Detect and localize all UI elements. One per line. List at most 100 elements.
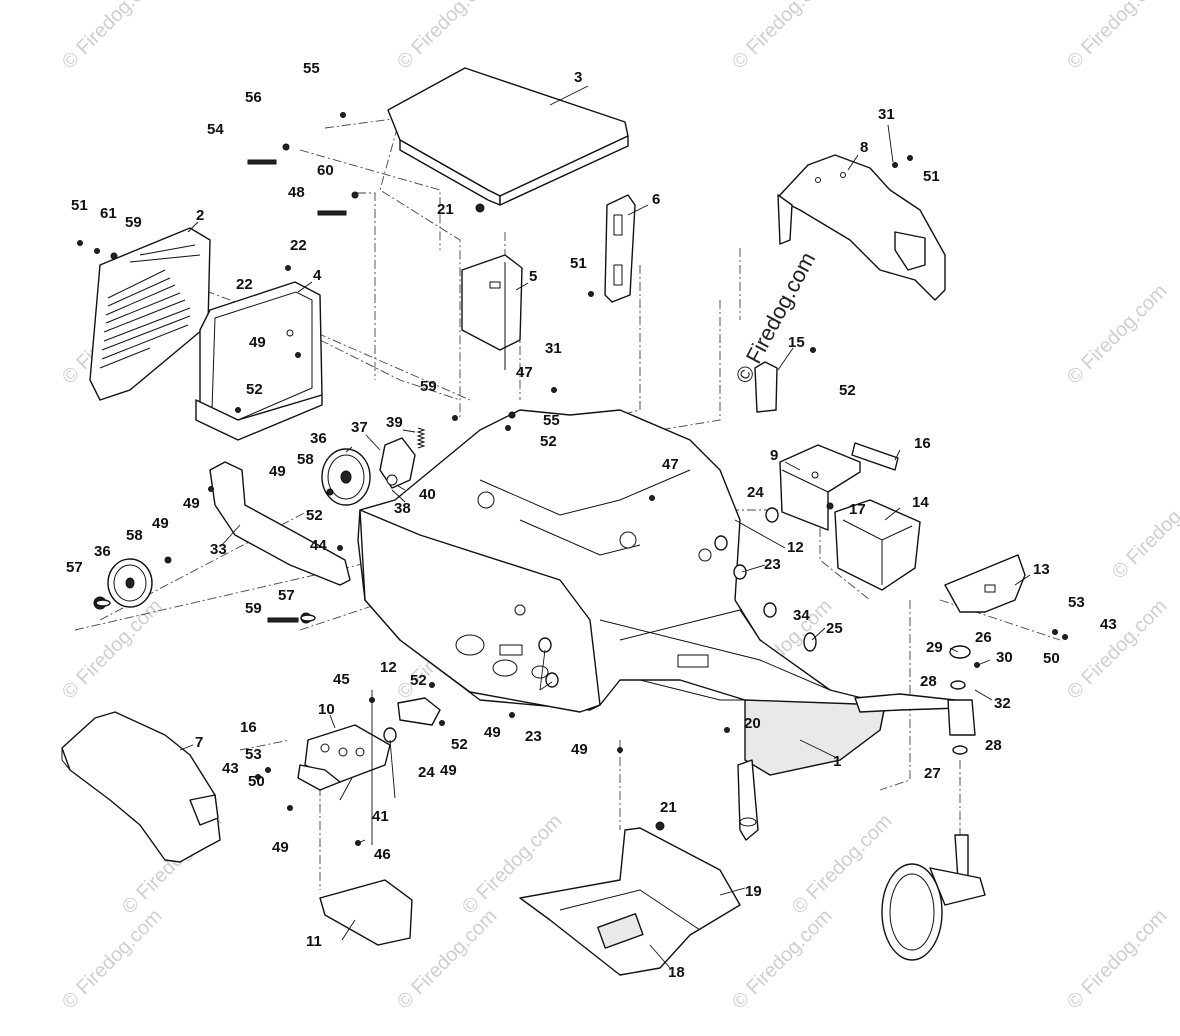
part-32-caster-arm <box>854 693 976 736</box>
callout-label: 16 <box>240 719 257 736</box>
leader-lines <box>179 85 1031 969</box>
watermark-tile: © Firedog.com <box>1063 280 1172 389</box>
part-8-fender <box>777 154 946 301</box>
callout-label: 12 <box>787 539 804 556</box>
callout-label: 52 <box>246 381 263 398</box>
callout-label: 16 <box>914 435 931 452</box>
callout-label: 40 <box>419 486 436 503</box>
part-14-box <box>834 499 921 591</box>
callout-label: 59 <box>125 214 142 231</box>
watermark-tile: © Firedog.com <box>1063 595 1172 704</box>
part-12-bracket-lower <box>397 697 441 726</box>
callout-label: 11 <box>306 933 322 950</box>
part-6-bracket <box>604 194 636 303</box>
watermark-tile: © Firedog.com <box>1063 905 1172 1014</box>
part-5-bracket <box>461 254 523 370</box>
callout-label: 52 <box>540 433 557 450</box>
callout-label: 58 <box>297 451 314 468</box>
callout-label: 24 <box>418 764 435 781</box>
callout-label: 44 <box>310 537 327 554</box>
callout-label: 27 <box>924 765 941 782</box>
watermark-tile: © Firedog.com <box>788 810 897 919</box>
callout-label: 58 <box>126 527 143 544</box>
callout-label: 28 <box>985 737 1002 754</box>
part-36-pulley-upper <box>321 448 371 506</box>
callout-label: 28 <box>920 673 937 690</box>
callout-label: 4 <box>313 267 322 284</box>
watermark-tile: © Firedog.com <box>728 905 837 1014</box>
callout-label: 10 <box>318 701 335 718</box>
part-3-top-cover <box>387 67 629 206</box>
callout-label: 53 <box>245 746 262 763</box>
callout-label: 31 <box>878 106 895 123</box>
callout-label: 21 <box>437 201 454 218</box>
callout-label: 50 <box>248 773 265 790</box>
callout-label: 50 <box>1043 650 1060 667</box>
watermark-tile: © Firedog.com <box>58 905 167 1014</box>
callout-label: 61 <box>100 205 117 222</box>
watermark-tile: © Firedog.com <box>1063 0 1172 74</box>
callout-label: 49 <box>249 334 266 351</box>
hardware-rings <box>95 507 817 743</box>
callout-label: 49 <box>183 495 200 512</box>
callout-label: 46 <box>374 846 391 863</box>
part-4-seat-frame <box>195 281 323 441</box>
part-36-pulley-lower <box>107 558 153 608</box>
callout-label: 49 <box>269 463 286 480</box>
part-19-floor-pan <box>519 827 741 976</box>
callout-label: 34 <box>793 607 810 624</box>
callout-label: 45 <box>333 671 350 688</box>
callout-label: 52 <box>451 736 468 753</box>
callout-label: 8 <box>860 139 868 156</box>
callout-label: 51 <box>923 168 940 185</box>
callout-label: 5 <box>529 268 537 285</box>
callout-label: 49 <box>440 762 457 779</box>
callout-label: 19 <box>745 883 762 900</box>
callout-label: 7 <box>195 734 203 751</box>
callout-label: 17 <box>849 501 866 518</box>
callout-label: 53 <box>1068 594 1085 611</box>
callout-label: 54 <box>207 121 224 138</box>
callout-label: 55 <box>543 412 560 429</box>
callout-label: 31 <box>545 340 562 357</box>
callout-label: 33 <box>210 541 227 558</box>
callout-label: 25 <box>826 620 843 637</box>
callout-label: 49 <box>272 839 289 856</box>
part-26-cap <box>949 645 971 659</box>
part-33-belt-guard <box>209 461 351 586</box>
caster-wheel <box>881 834 986 961</box>
part-16-plate-lower <box>297 764 341 791</box>
callout-label: 26 <box>975 629 992 646</box>
callout-label: 23 <box>525 728 542 745</box>
watermark-tile: © Firedog.com <box>58 595 167 704</box>
callout-label: 57 <box>66 559 83 576</box>
callout-label: 20 <box>744 715 761 732</box>
callout-label: 47 <box>516 364 533 381</box>
callout-label: 24 <box>747 484 764 501</box>
callout-label: 37 <box>351 419 368 436</box>
part-2-vented-panel <box>89 227 211 401</box>
part-16-plate <box>851 442 899 471</box>
watermark-tile: © Firedog.com <box>58 0 167 74</box>
callout-label: 3 <box>574 69 582 86</box>
callout-label: 15 <box>788 334 805 351</box>
callout-label: 49 <box>484 724 501 741</box>
callout-label: 23 <box>764 556 781 573</box>
callout-label: 59 <box>245 600 262 617</box>
callout-label: 51 <box>71 197 88 214</box>
callout-label: 47 <box>662 456 679 473</box>
callout-label: 49 <box>152 515 169 532</box>
callout-label: 48 <box>288 184 305 201</box>
callout-label: 57 <box>278 587 295 604</box>
part-28-bearing <box>950 680 968 755</box>
callout-numbers: 1 2 3 4 5 6 7 8 9 10 11 12 12 13 14 15 1… <box>66 60 1117 981</box>
watermark-tile: © Firedog.com <box>393 0 502 74</box>
callout-label: 2 <box>196 207 204 224</box>
callout-label: 52 <box>306 507 323 524</box>
callout-label: 60 <box>317 162 334 179</box>
part-37-idler-arm <box>379 437 416 489</box>
callout-label: 49 <box>571 741 588 758</box>
part-1-chassis-frame <box>357 409 886 841</box>
callout-label: 32 <box>994 695 1011 712</box>
